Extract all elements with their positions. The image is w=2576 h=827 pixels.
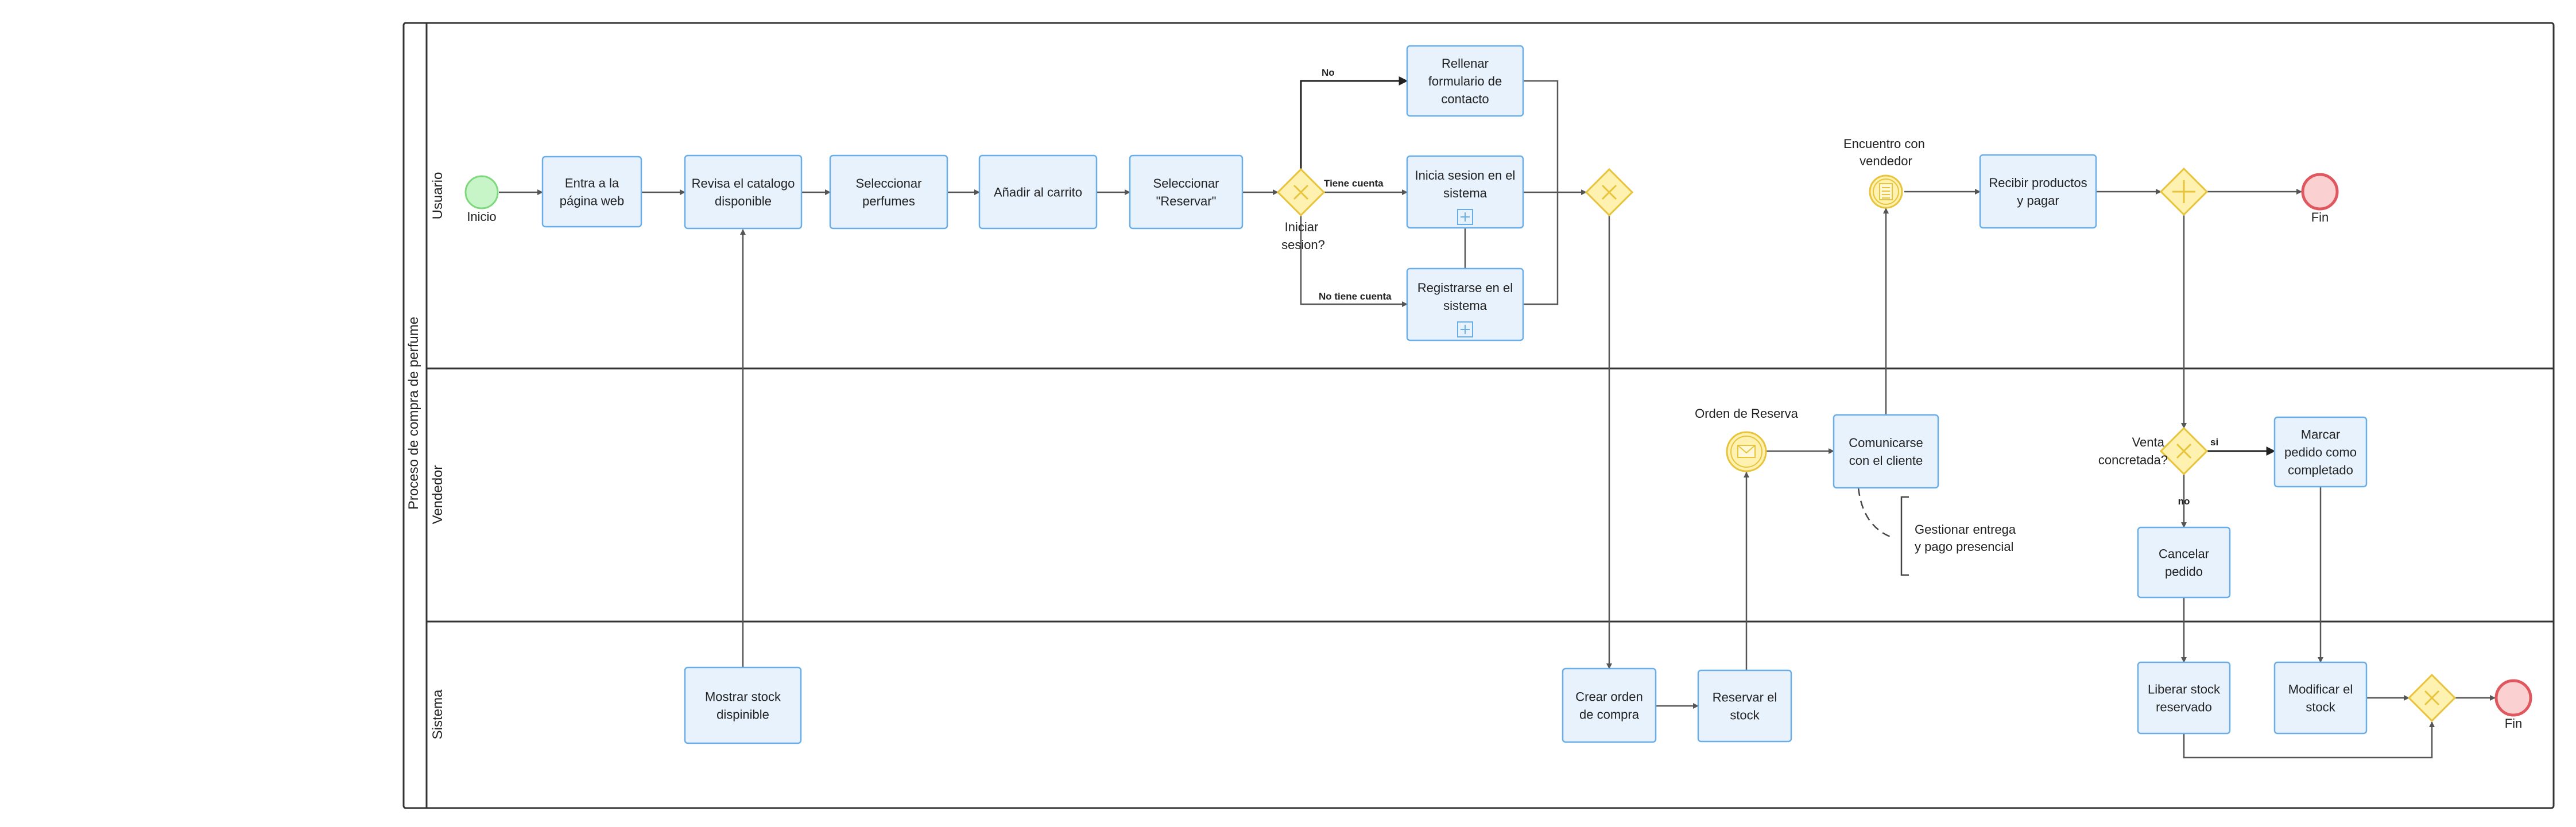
intermediate-event-orden[interactable] [1726,431,1767,472]
lane-usuario-label: Usuario [430,172,446,220]
events [464,173,2532,717]
task-label: Añadir al carrito [994,185,1082,200]
gateways [1276,167,2457,723]
label-fin2: Fin [2505,716,2523,731]
gateway-merge-stock[interactable] [2407,673,2457,723]
end-event-fin2[interactable] [2494,679,2532,717]
pool-title: Proceso de compra de perfume [406,317,421,510]
task-seleccionar-reservar[interactable]: Seleccionar"Reservar" [1129,154,1244,230]
text-annotation: Gestionar entrega y pago presencial [1857,487,2019,576]
task-anadir-carrito[interactable]: Añadir al carrito [978,154,1098,230]
flow-liberar-gateway [2183,721,2435,759]
subprocess-plus-icon[interactable] [1457,321,1473,337]
edge-label-no-tiene-cuenta: No tiene cuenta [1319,291,1392,302]
task-label: Seleccionar"Reservar" [1153,176,1219,208]
gateway-merge-pago[interactable] [2159,167,2209,216]
label-venta-concretada: Venta concretada? [2098,435,2168,467]
edge-label-no-venta: no [2178,496,2190,507]
label-encuentro: Encuentro con vendedor [1843,137,1928,168]
labels: Inicio Fin Fin Encuentro con vendedor Or… [467,67,2522,731]
conditional-icon [1879,183,1893,200]
label-inicio: Inicio [467,209,496,224]
intermediate-event-encuentro[interactable] [1869,174,1903,209]
edge-label-tiene-cuenta: Tiene cuenta [1324,178,1384,189]
connectors [499,76,2496,759]
flow-gateway-registrarse [1300,215,1408,307]
lane-vendedor-label: Vendedor [430,465,446,525]
flow-gateway-rellenar [1300,76,1408,169]
edge-label-si: si [2210,437,2218,448]
label-fin1: Fin [2311,210,2329,224]
start-event-inicio[interactable] [464,175,499,209]
lane-sistema-label: Sistema [430,689,446,739]
end-event-fin1[interactable] [2301,173,2339,211]
subprocess-plus-icon[interactable] [1457,209,1473,225]
pool: Proceso de compra de perfume Usuario Ven… [402,22,2555,809]
label-orden: Orden de Reserva [1695,406,1799,421]
annotation-text: Gestionar entrega y pago presencial [1915,522,2019,554]
label-iniciar-sesion: Iniciar sesion? [1281,220,1325,252]
envelope-icon [1737,445,1756,458]
gateway-venta-concretada[interactable] [2159,426,2209,476]
edge-label-no: No [1322,67,1335,78]
gateway-iniciar-sesion[interactable] [1276,168,1326,217]
gateway-merge-login[interactable] [1585,168,1634,217]
